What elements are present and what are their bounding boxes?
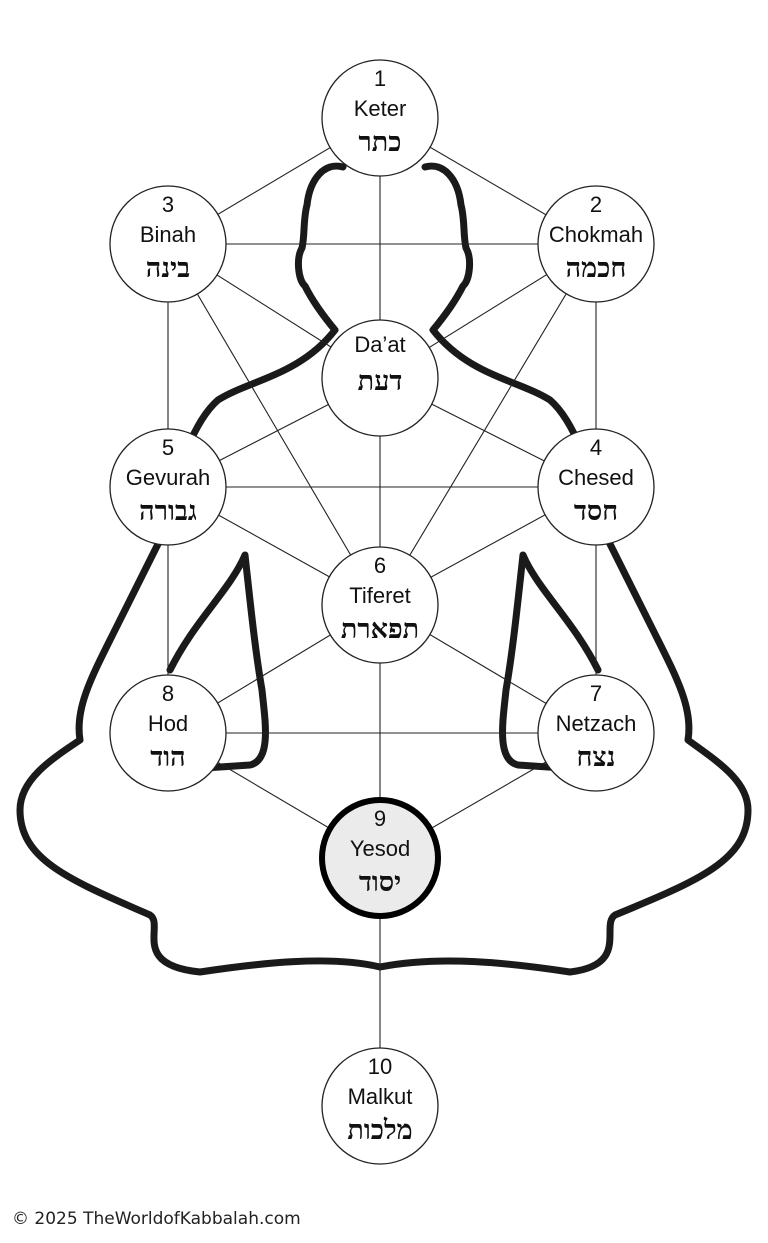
sefirah-circle <box>537 674 655 792</box>
sefirah-number: 8 <box>162 681 174 706</box>
figure-left-arm <box>166 551 269 772</box>
sefirah-number: 4 <box>590 435 602 460</box>
sefirah-circle <box>109 674 227 792</box>
sefirah-number: 2 <box>590 192 602 217</box>
sefirah-number: 5 <box>162 435 174 460</box>
sefirah-hebrew-name: יסוד <box>359 867 401 898</box>
sefirah-name: Keter <box>354 96 407 121</box>
sefirah-hebrew-name: מלכות <box>347 1115 412 1146</box>
sefirah-hebrew-name: בינה <box>146 253 190 284</box>
sefirah-hebrew-name: תפארת <box>341 614 419 645</box>
sefirah-name: Hod <box>148 711 188 736</box>
sefirah-name: Chokmah <box>549 222 643 247</box>
sefirah-hebrew-name: חכמה <box>566 253 627 284</box>
sefirah-circle <box>321 59 439 177</box>
sefirah-circle <box>321 546 439 664</box>
sefirah-name: Yesod <box>350 836 410 861</box>
sefirah-name: Tiferet <box>349 583 411 608</box>
sefirah-name: Gevurah <box>126 465 210 490</box>
sefirah-circle <box>537 428 655 546</box>
sefirah-circle <box>109 185 227 303</box>
copyright-notice: © 2025 TheWorldofKabbalah.com <box>12 1209 301 1229</box>
sefirah-hebrew-name: דעת <box>358 366 403 397</box>
sefirah-circle <box>109 428 227 546</box>
sefirah-daat: Da’at דעת <box>321 319 439 437</box>
sefirah-number: 3 <box>162 192 174 217</box>
sefirah-circle <box>321 1047 439 1165</box>
sefirah-hebrew-name: גבורה <box>139 496 197 527</box>
sefirah-number: 7 <box>590 681 602 706</box>
sefirah-number: 9 <box>374 806 386 831</box>
sefirah-hebrew-name: הוד <box>150 742 185 773</box>
sefirah-hebrew-name: כתר <box>359 127 402 158</box>
sefirah-circle <box>321 319 439 437</box>
sefirah-hebrew-name: נצח <box>577 742 616 773</box>
sefirah-name: Binah <box>140 222 196 247</box>
sefirah-name: Da’at <box>354 332 405 357</box>
sefirah-hebrew-name: חסד <box>574 496 618 527</box>
path-binah-tiferet <box>167 243 381 606</box>
figure-right-arm <box>499 551 602 772</box>
sefirah-circle <box>537 185 655 303</box>
sefirah-name: Netzach <box>556 711 637 736</box>
sefirah-name: Chesed <box>558 465 634 490</box>
sefirah-number: 10 <box>368 1054 392 1079</box>
sefirah-name: Malkut <box>348 1084 413 1109</box>
path-chokmah-tiferet <box>379 243 597 606</box>
sefirah-number: 1 <box>374 66 386 91</box>
sefirah-number: 6 <box>374 553 386 578</box>
sefirah-circle <box>319 797 441 919</box>
